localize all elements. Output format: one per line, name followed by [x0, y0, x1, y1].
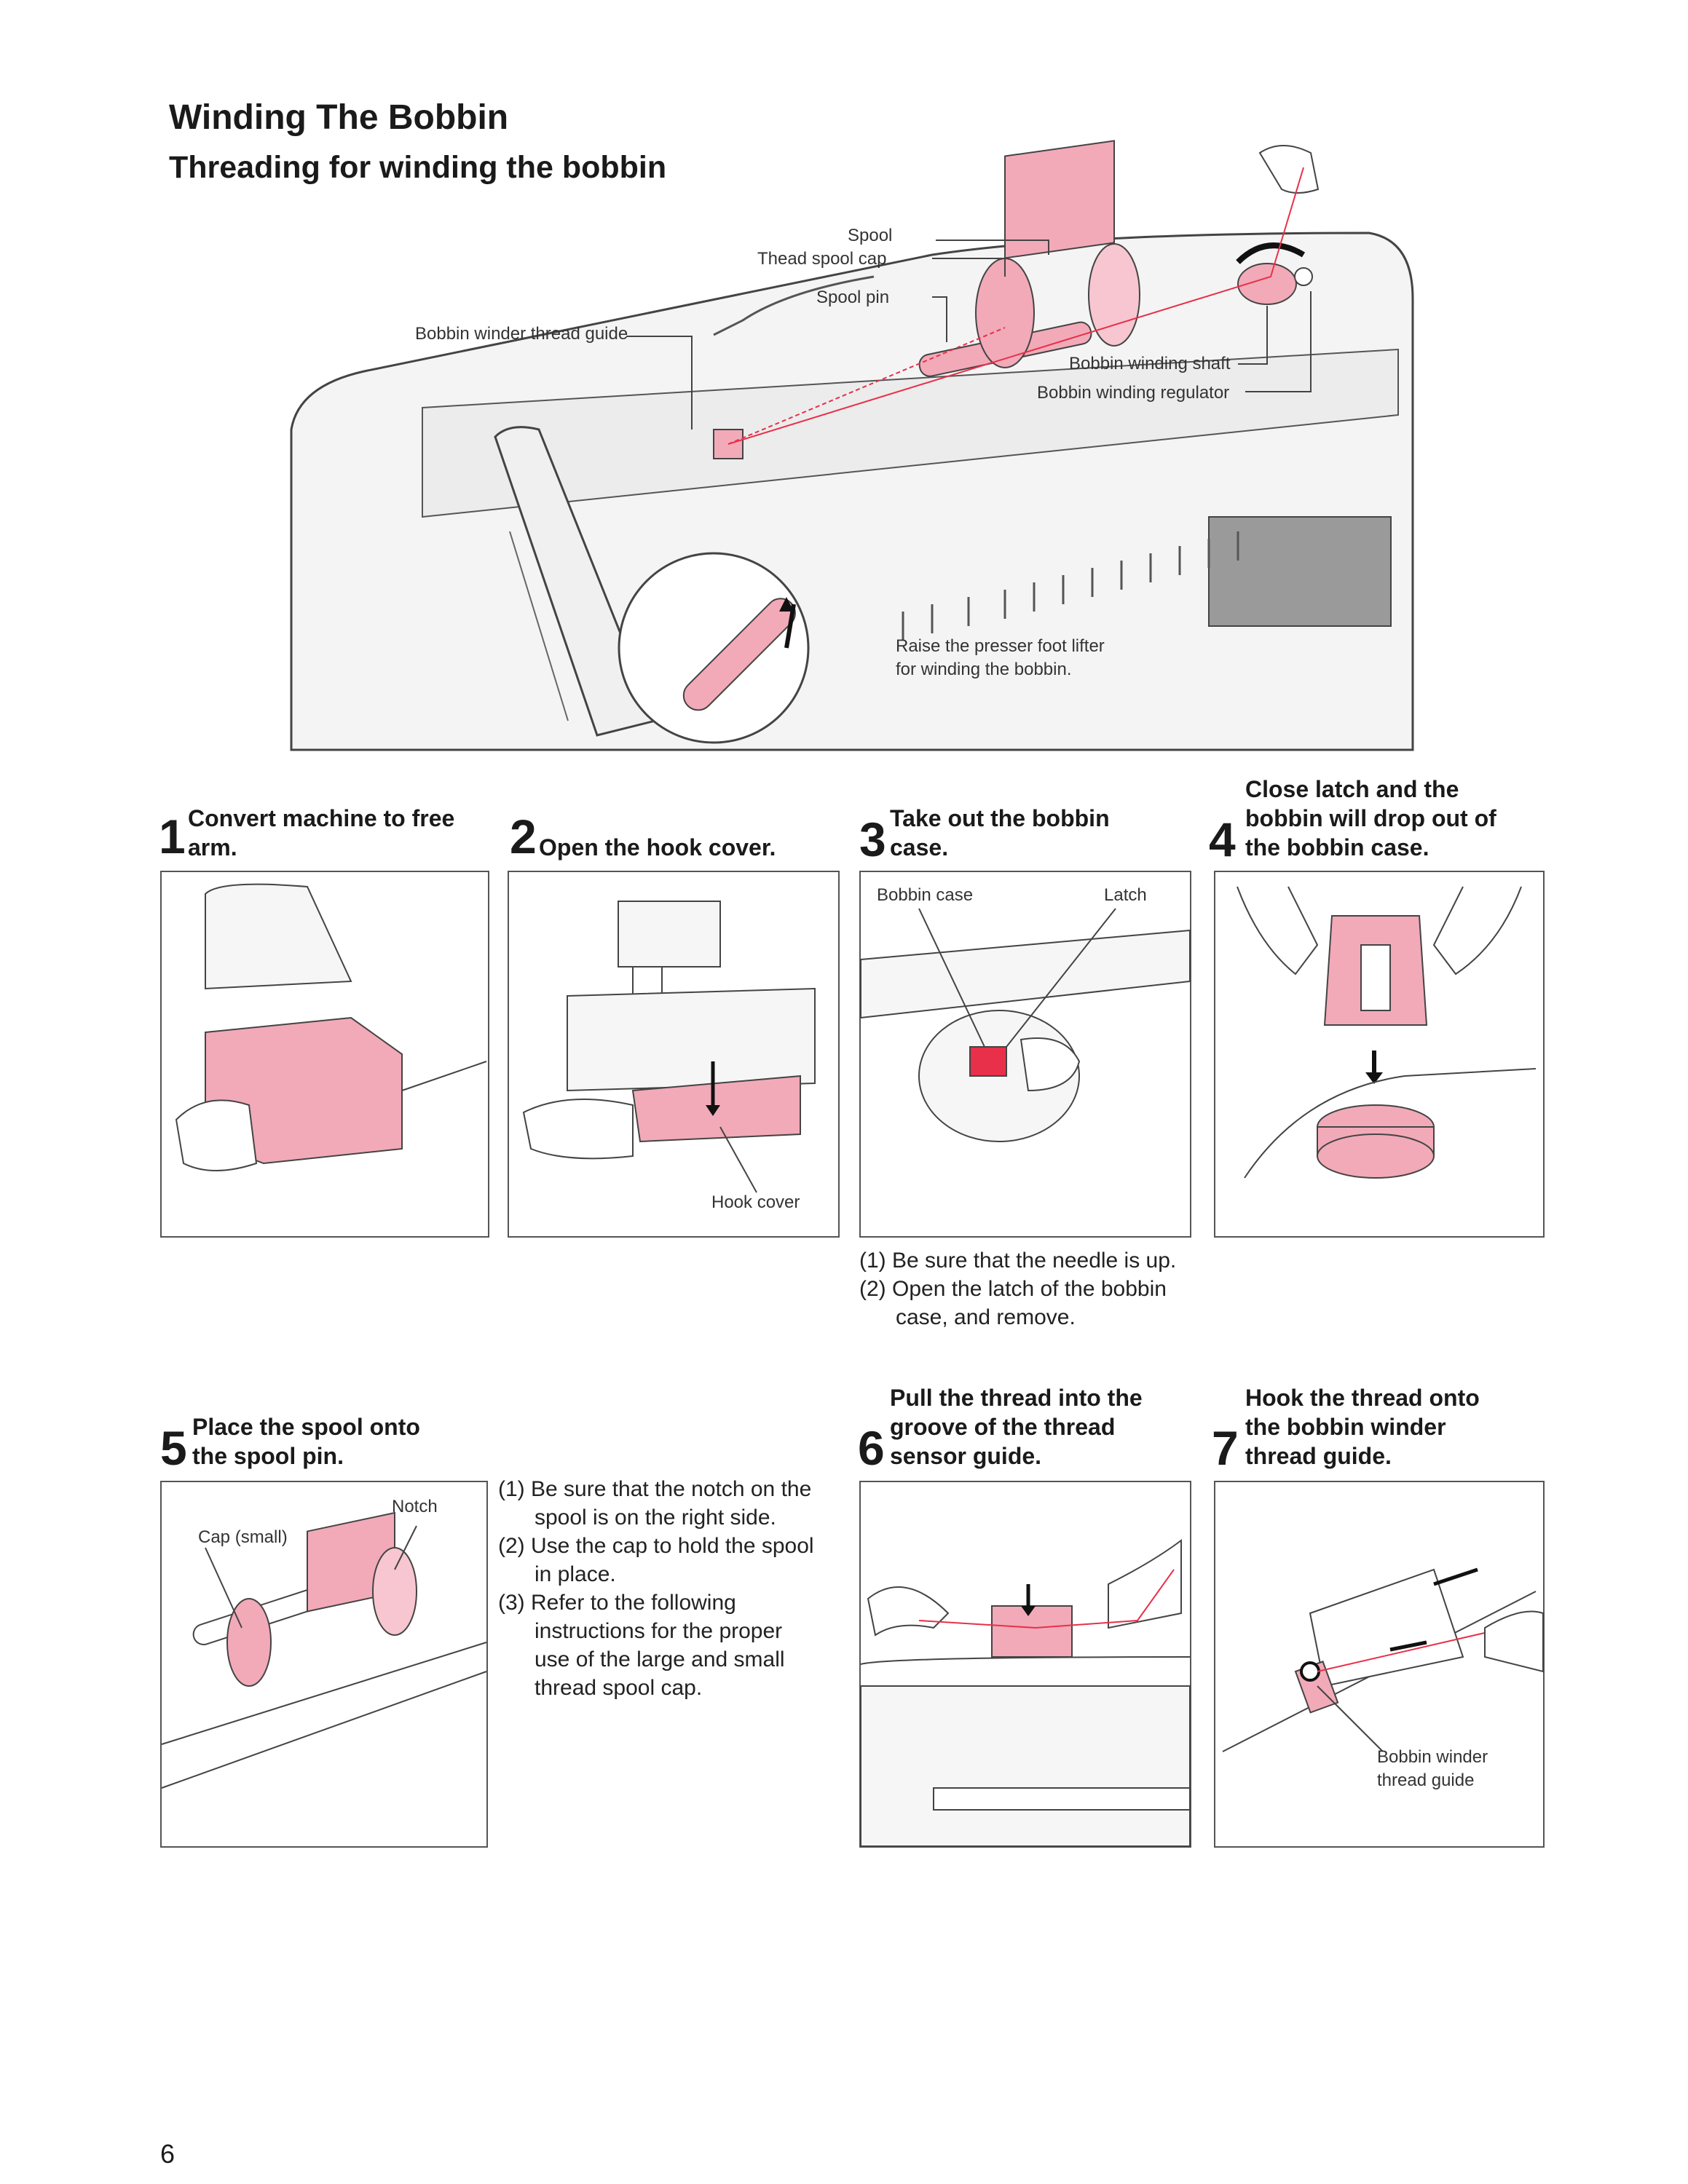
label-bobbin-winder-guide-1: Bobbin winder [1377, 1747, 1488, 1767]
label-bobbin-winding-regulator: Bobbin winding regulator [1037, 383, 1230, 403]
section-title: Winding The Bobbin [169, 98, 509, 137]
step-2-figure: Hook cover [508, 871, 840, 1238]
step-2-title: Open the hook cover. [539, 834, 776, 860]
step-4-figure [1214, 871, 1545, 1238]
label-spool: Spool [848, 226, 893, 245]
label-bobbin-winder-thread-guide: Bobbin winder thread guide [415, 324, 628, 344]
step-5-number: 5 [160, 1421, 187, 1475]
step-3-note-1: (1) Be sure that the needle is up. [859, 1249, 1177, 1273]
label-hook-cover: Hook cover [711, 1192, 800, 1212]
step-7-number: 7 [1212, 1421, 1239, 1475]
step-3-notes: (1) Be sure that the needle is up. (2) O… [859, 1246, 1223, 1332]
label-bobbin-case: Bobbin case [877, 885, 974, 905]
label-raise-presser-1: Raise the presser foot lifter [896, 636, 1105, 656]
label-notch: Notch [392, 1497, 438, 1516]
label-cap-small: Cap (small) [198, 1527, 288, 1547]
step-4-number: 4 [1209, 812, 1236, 866]
step-3-note-2: (2) Open the latch of the bobbin case, a… [859, 1277, 1167, 1329]
step-5-note-2: (2) Use the cap to hold the spool in pla… [498, 1534, 814, 1586]
step-5-note-3: (3) Refer to the following instructions … [498, 1591, 785, 1700]
label-bobbin-winder-guide-2: thread guide [1377, 1770, 1475, 1790]
label-spool-pin: Spool pin [816, 288, 890, 307]
step-1-figure [160, 871, 489, 1238]
step-3-number: 3 [859, 812, 886, 866]
label-bobbin-winding-shaft: Bobbin winding shaft [1069, 354, 1231, 373]
step-2-number: 2 [510, 810, 537, 863]
subsection-title: Threading for winding the bobbin [169, 150, 667, 185]
step-3-figure: Bobbin case Latch [859, 871, 1191, 1238]
label-latch: Latch [1104, 885, 1147, 905]
step-6-number: 6 [858, 1421, 885, 1475]
step-1-number: 1 [159, 810, 186, 863]
step-5-notes: (1) Be sure that the notch on the spool … [498, 1475, 819, 1702]
step-5-figure: Cap (small) Notch [160, 1481, 488, 1848]
step-7-figure: Bobbin winder thread guide [1214, 1481, 1545, 1848]
page-number: 6 [160, 2139, 175, 2169]
label-raise-presser-2: for winding the bobbin. [896, 660, 1072, 679]
step-6-figure [859, 1481, 1191, 1848]
step-5-note-1: (1) Be sure that the notch on the spool … [498, 1477, 812, 1530]
machine-illustration [290, 140, 1414, 751]
label-thread-spool-cap: Thead spool cap [757, 249, 887, 269]
